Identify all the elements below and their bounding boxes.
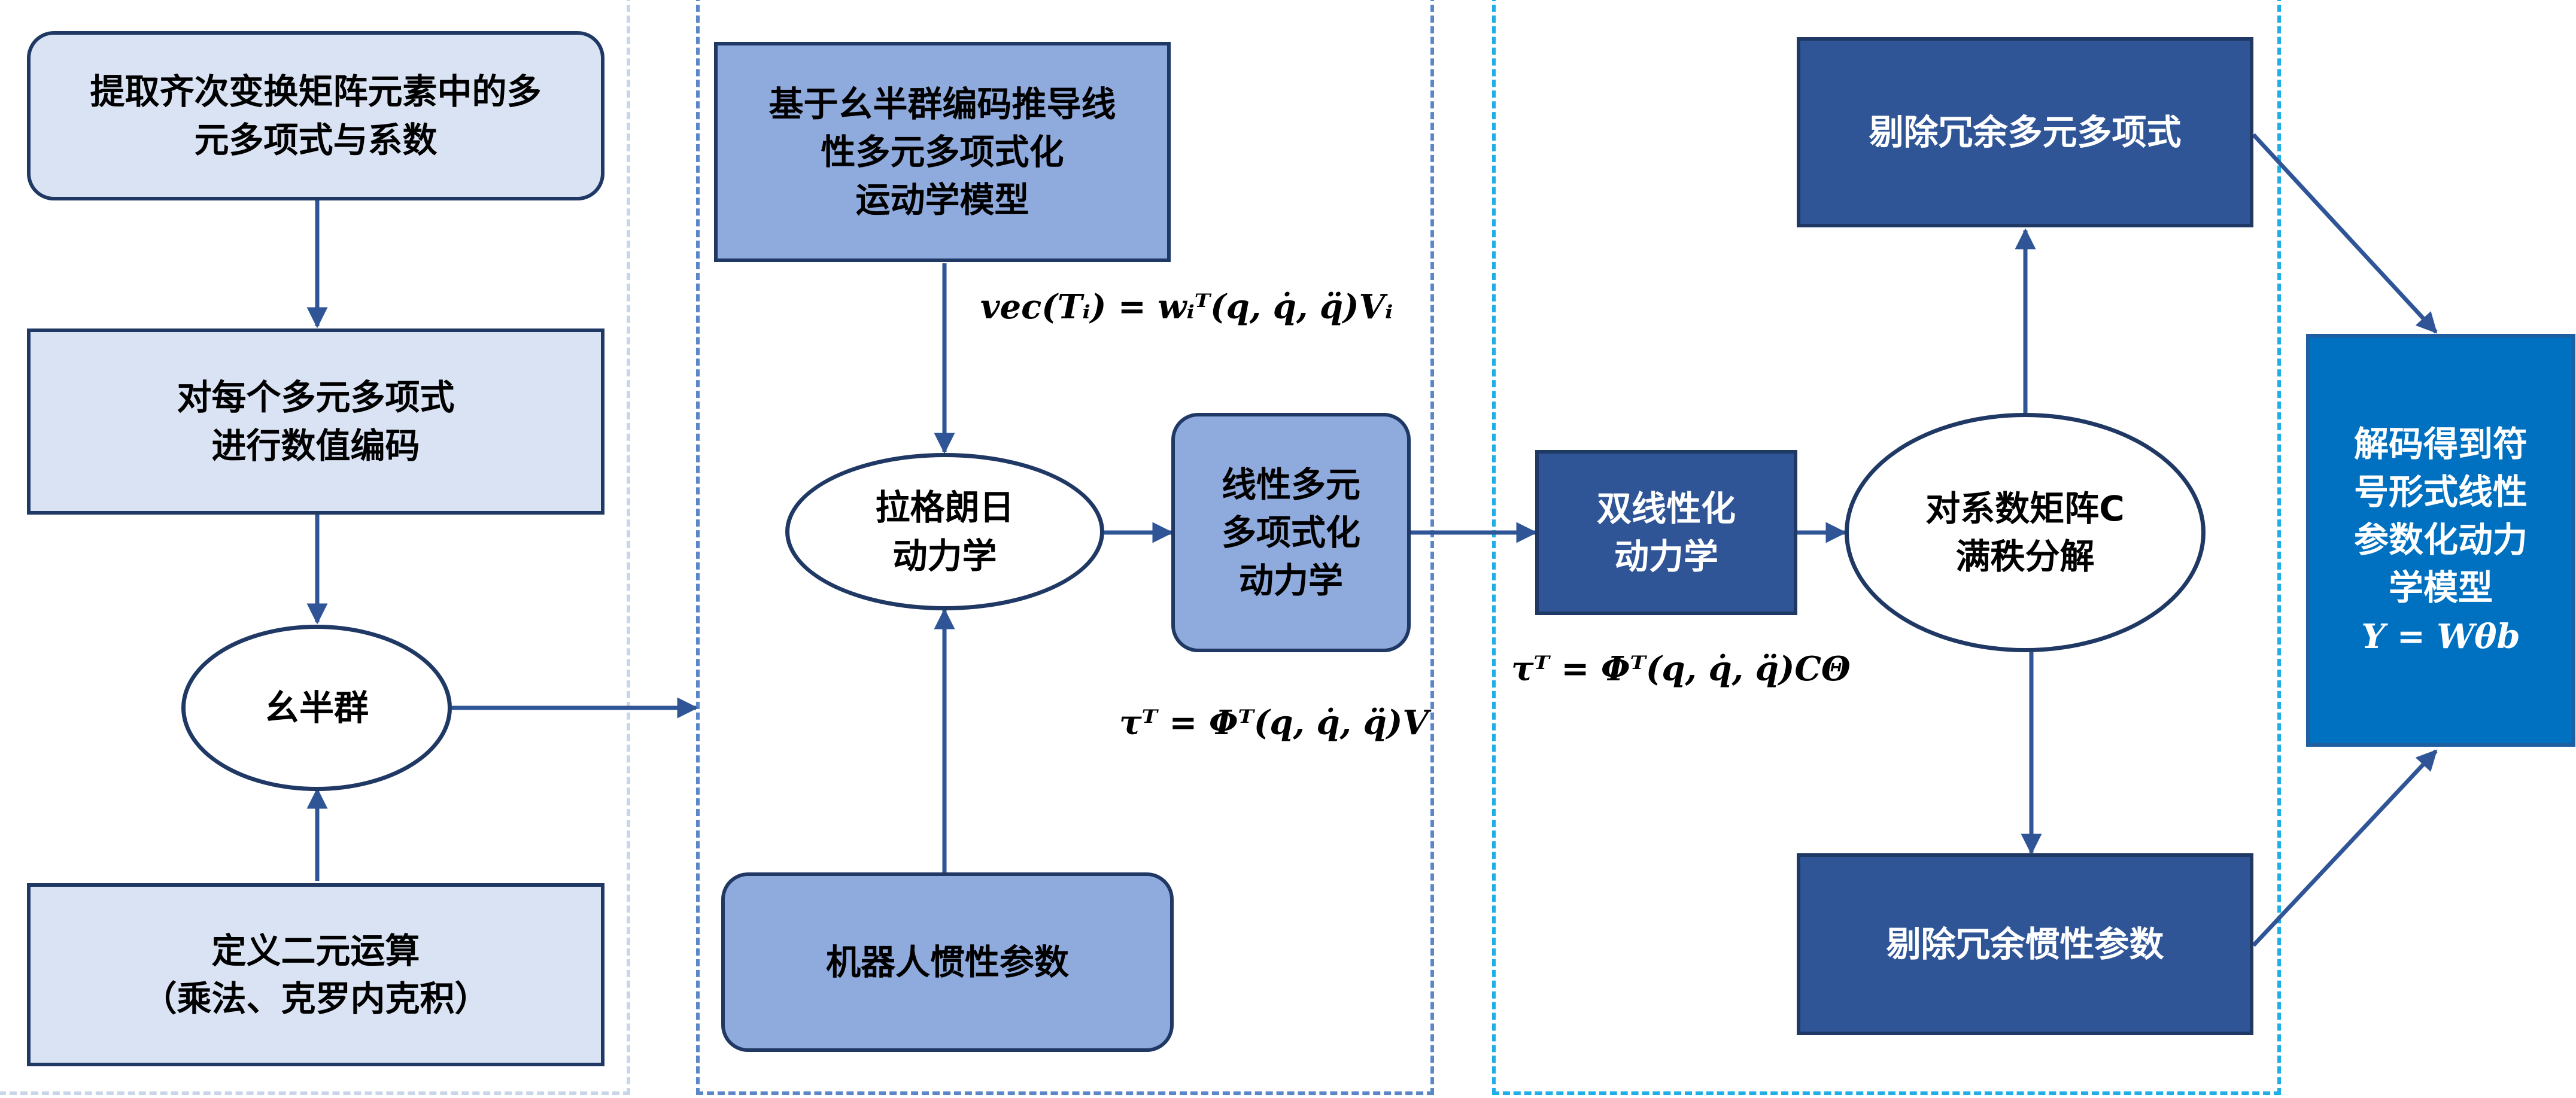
final-model-equation: Y = Wθb [2361, 617, 2520, 657]
panel-kinematics-dynamics [696, 0, 1434, 1095]
arrow-remove-inertia-to-final [2252, 749, 2438, 947]
extract-polynomials-box: 提取齐次变换矩阵元素中的多 元多项式与系数 [27, 31, 604, 200]
panel-reduction [1492, 0, 2281, 1095]
tau-phi-v-formula: τᵀ = Φᵀ(q, q̇, q̈)V [1119, 703, 1429, 743]
final-model-box: 解码得到符 号形式线性 参数化动力 学模型 Y = Wθb [2306, 334, 2575, 747]
bilinear-dynamics-box: 双线性化 动力学 [1535, 450, 1797, 615]
linear-poly-dynamics-label: 线性多元 多项式化 动力学 [1221, 464, 1360, 601]
inertia-params-box: 机器人惯性参数 [721, 872, 1174, 1052]
full-rank-decomposition-label: 对系数矩阵C 满秩分解 [1925, 488, 2125, 577]
linear-poly-dynamics-box: 线性多元 多项式化 动力学 [1171, 413, 1411, 652]
tau-phi-c-formula: τᵀ = Φᵀ(q, q̇, q̈)CΘ [1511, 649, 1851, 689]
derive-kinematics-label: 基于幺半群编码推导线 性多元多项式化 运动学模型 [768, 83, 1116, 221]
lagrange-ellipse: 拉格朗日 动力学 [785, 453, 1104, 610]
extract-polynomials-label: 提取齐次变换矩阵元素中的多 元多项式与系数 [90, 71, 542, 160]
remove-redundant-polynomials-box: 剔除冗余多元多项式 [1797, 37, 2253, 227]
binary-operation-box: 定义二元运算 （乘法、克罗内克积） [27, 883, 604, 1066]
bilinear-dynamics-label: 双线性化 动力学 [1596, 488, 1736, 577]
numeric-encoding-box: 对每个多元多项式 进行数值编码 [27, 329, 604, 515]
binary-operation-label: 定义二元运算 （乘法、克罗内克积） [142, 930, 490, 1019]
remove-redundant-inertia-box: 剔除冗余惯性参数 [1797, 853, 2253, 1035]
full-rank-decomposition-ellipse: 对系数矩阵C 满秩分解 [1845, 413, 2206, 652]
final-model-label: 解码得到符 号形式线性 参数化动力 学模型 [2353, 424, 2528, 609]
monoid-label: 幺半群 [264, 687, 369, 728]
inertia-params-label: 机器人惯性参数 [825, 941, 1069, 983]
remove-redundant-inertia-label: 剔除冗余惯性参数 [1886, 923, 2164, 965]
lagrange-label: 拉格朗日 动力学 [875, 487, 1014, 576]
kinematics-formula: vec(Tᵢ) = wᵢᵀ(q, q̇, q̈)Vᵢ [980, 287, 1393, 327]
panel-encoding [0, 0, 630, 1095]
remove-redundant-polynomials-label: 剔除冗余多元多项式 [1869, 111, 2182, 153]
numeric-encoding-label: 对每个多元多项式 进行数值编码 [177, 377, 455, 466]
monoid-ellipse: 幺半群 [181, 625, 452, 791]
arrow-remove-poly-to-final [2252, 133, 2438, 334]
derive-kinematics-box: 基于幺半群编码推导线 性多元多项式化 运动学模型 [714, 42, 1171, 262]
